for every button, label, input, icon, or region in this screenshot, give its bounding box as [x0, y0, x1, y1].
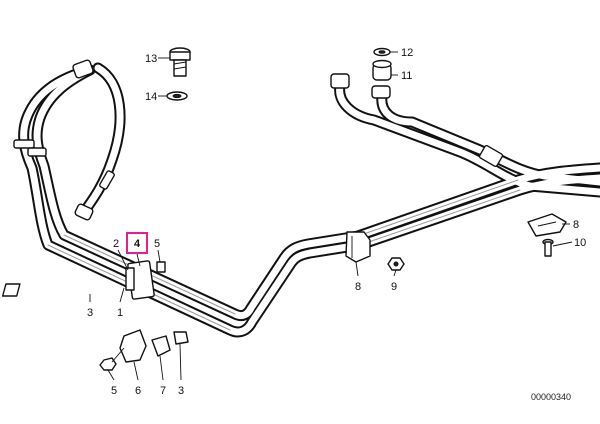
- fitting-right-b: [330, 73, 350, 89]
- clamp-8-middle: [345, 231, 371, 263]
- callout-5-top: 5: [154, 238, 160, 250]
- nut-12: [373, 47, 391, 57]
- clip-assembly-2-4: [1, 260, 166, 300]
- highlight-box: [126, 232, 148, 254]
- callout-14: 14: [145, 91, 157, 103]
- hose-sleeve-left-2: [27, 147, 47, 157]
- callout-6: 6: [135, 385, 141, 397]
- callout-8-right: 8: [573, 219, 579, 231]
- callouts: 13 12 11 14 2 4 5 8 10 1 3 8 9 5 6 7 3: [87, 47, 586, 397]
- nut-9: [387, 257, 405, 271]
- nut-3-left: [1, 283, 21, 297]
- washer-14: [166, 91, 188, 101]
- callout-1: 1: [117, 307, 123, 319]
- callout-11: 11: [401, 70, 412, 82]
- leader-lines: [89, 51, 573, 381]
- callout-13: 13: [145, 53, 157, 65]
- hose-end-top: [72, 59, 94, 79]
- hose-end-fittings: [13, 59, 504, 221]
- nut-3-bottom: [173, 331, 189, 345]
- callout-4: 4: [134, 238, 141, 250]
- callout-12: 12: [401, 47, 413, 59]
- diagram-ref-number: 00000340: [531, 392, 571, 402]
- callout-9: 9: [391, 281, 397, 293]
- callout-5-bottom: 5: [111, 385, 117, 397]
- sleeve-right: [478, 144, 504, 168]
- hose-sleeve-right: [99, 170, 115, 190]
- hose-end-bottom: [74, 203, 94, 221]
- bolt-10: [542, 238, 554, 257]
- bracket-8-right: [527, 213, 567, 237]
- screw-5-top: [156, 261, 166, 273]
- hose-sleeve-left: [13, 139, 35, 149]
- callout-3-left: 3: [87, 307, 93, 319]
- brake-fuel-lines: [18, 62, 600, 338]
- callout-2: 2: [113, 238, 119, 250]
- callout-8-middle: 8: [355, 281, 361, 293]
- clip-6: [119, 329, 147, 363]
- bush-7: [151, 335, 171, 357]
- line-lower: [18, 66, 600, 338]
- callout-10: 10: [574, 237, 586, 249]
- callout-7: 7: [160, 385, 166, 397]
- screw-5-bottom: [99, 347, 125, 371]
- callout-3-bottom: 3: [178, 385, 184, 397]
- fitting-right-a: [371, 85, 391, 99]
- bolt-13: [169, 47, 191, 77]
- clip-2: [125, 267, 135, 291]
- grommet-11: [372, 59, 392, 81]
